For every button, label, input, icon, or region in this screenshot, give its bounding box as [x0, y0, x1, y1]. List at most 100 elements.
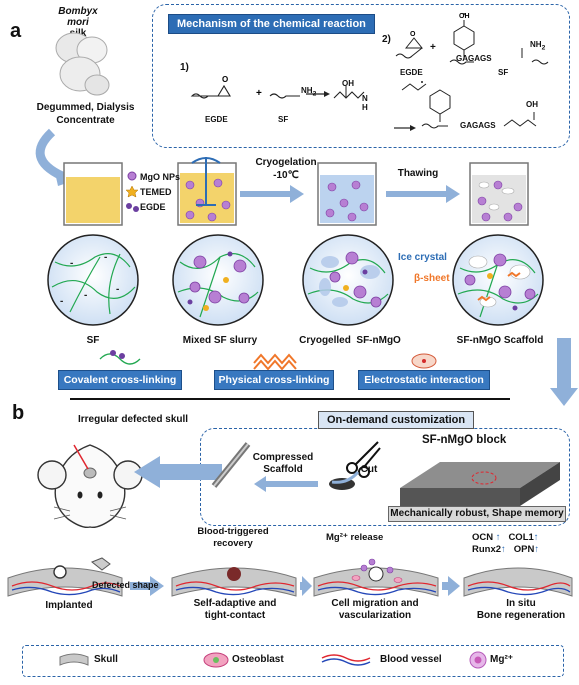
reaction1-scheme: O + — [190, 75, 365, 99]
legend-covalent: Covalent cross-linking — [58, 370, 182, 390]
blood-trigger-text: Blood-triggered — [197, 526, 269, 537]
blood-trigger-label: Blood-triggered recovery — [188, 526, 278, 550]
r1-nh2: NH2 — [301, 86, 316, 98]
reaction2-index: 2) — [382, 34, 391, 45]
bottom-legend-icons — [59, 651, 487, 669]
mechanism-title: Mechanism of the chemical reaction — [168, 14, 375, 34]
r2-plus: + — [430, 42, 436, 53]
state-sf: SF — [86, 335, 100, 346]
legend-electrostatic: Electrostatic interaction — [358, 370, 490, 390]
svg-text:O: O — [410, 31, 416, 38]
stage-migration-line2: vascularization — [338, 610, 412, 621]
legend-skull: Skull — [94, 654, 118, 665]
marker-runx2: Runx2 — [472, 544, 502, 555]
skull-label: Irregular defected skull — [78, 414, 189, 425]
reagent-mgo: MgO NPs — [140, 172, 181, 182]
legend-vessel: Blood vessel — [380, 654, 442, 665]
block-label: SF-nMgO block — [422, 434, 507, 446]
r2-nh2-text: NH — [530, 40, 542, 49]
r2-seq2: GAGAGS — [460, 121, 496, 130]
r2-nh2-sub: 2 — [541, 44, 546, 52]
r1-oh: OH — [342, 79, 354, 88]
stage-regeneration-line2: Bone regeneration — [476, 610, 566, 621]
reaction1-index: 1) — [180, 62, 189, 73]
beakers-row — [63, 157, 529, 226]
stage-migration: Cell migration and vascularization — [320, 598, 430, 622]
marker-ocn-up: ↑ — [495, 532, 501, 543]
down-arrow — [550, 338, 578, 406]
panel-b-letter: b — [12, 402, 25, 424]
cut-label: Cut — [360, 464, 378, 475]
svg-text:O: O — [222, 75, 228, 84]
beta-sheet-label: β-sheet — [414, 273, 450, 284]
r1-n: N — [362, 94, 368, 103]
property-label: Mechanically robust, Shape memory — [388, 506, 566, 522]
marker-col1-up: ↑ — [533, 532, 539, 543]
legend-physical: Physical cross-linking — [214, 370, 334, 390]
stage-migration-line1: Cell migration and — [331, 598, 419, 609]
network-circles: - - - - - — [47, 234, 544, 326]
marker-ocn: OCN — [472, 532, 494, 543]
stage-adaptive-line1: Self-adaptive and — [193, 598, 277, 609]
marker-col1: COL1 — [508, 532, 534, 543]
svg-text:OH: OH — [459, 13, 470, 20]
r2-egde: EGDE — [400, 68, 423, 77]
r1-egde: EGDE — [205, 115, 228, 124]
reagent-temed: TEMED — [140, 187, 172, 197]
ice-crystal-label: Ice crystal — [398, 252, 447, 263]
stage-implanted: Implanted — [45, 600, 93, 611]
process-label: Degummed, Dialysis — [36, 102, 135, 113]
state-slurry: Mixed SF slurry — [182, 335, 258, 346]
defected-shape-label: Defected shape — [92, 580, 159, 590]
compressed-label: Compressed Scaffold — [248, 452, 318, 476]
svg-text:-: - — [116, 284, 119, 295]
r1-h: H — [362, 103, 368, 112]
markers: OCN ↑ COL1↑ Runx2↑ OPN↑ — [472, 532, 539, 556]
temp-text: -10℃ — [273, 170, 299, 181]
thawing-label: Thawing — [397, 168, 439, 179]
stage-regeneration: In situ Bone regeneration — [466, 598, 576, 622]
customization-title: On-demand customization — [318, 411, 475, 429]
state-cryogelled: Cryogelled SF-nMgO — [299, 335, 401, 346]
silk-species: Bombyx mori — [58, 6, 98, 28]
svg-text:-: - — [84, 290, 87, 301]
interaction-icons — [99, 350, 437, 371]
reagent-icons — [125, 171, 139, 212]
process-text: Degummed, Dialysis Concentrate — [28, 101, 143, 127]
reagent-labels: MgO NPs TEMED EGDE — [140, 170, 180, 215]
cryogelation-text: Cryogelation — [255, 157, 317, 168]
r1-nh2-sub: 2 — [312, 90, 317, 98]
r1-nh2-text: NH — [301, 86, 313, 95]
block-image — [400, 462, 560, 506]
recovery-text: recovery — [213, 538, 253, 549]
cocoon-image — [55, 32, 110, 96]
svg-text:-: - — [104, 252, 107, 263]
svg-text:-: - — [70, 258, 73, 269]
mouse-illustration — [37, 444, 143, 529]
legend-mg: Mg²⁺ — [490, 654, 514, 665]
r2-oh: OH — [526, 100, 538, 109]
r2-nh2: NH2 — [530, 40, 545, 52]
reaction2-scheme: OH O — [394, 13, 549, 131]
cut-arrow — [331, 471, 360, 484]
bottom-legend-box — [22, 645, 564, 677]
r2-sf: SF — [498, 68, 509, 77]
scissors-icon — [346, 441, 381, 478]
compressed-text: Compressed — [252, 452, 314, 463]
syringe-icon — [211, 442, 251, 488]
r2-seq: GAGAGS — [456, 54, 492, 63]
cryogelation-label: Cryogelation -10℃ — [248, 156, 324, 182]
svg-text:+: + — [256, 88, 262, 99]
r1-sf: SF — [278, 115, 289, 124]
svg-text:-: - — [60, 296, 63, 307]
marker-opn-up: ↑ — [534, 544, 540, 555]
skull-stages — [7, 557, 573, 597]
panel-divider — [70, 398, 510, 400]
marker-opn: OPN — [513, 544, 535, 555]
small-arrow — [254, 476, 318, 492]
state-scaffold: SF-nMgO Scaffold — [456, 335, 544, 346]
legend-osteoblast: Osteoblast — [232, 654, 284, 665]
mechanism-box — [152, 4, 570, 148]
stage-adaptive-line2: tight-contact — [204, 610, 266, 621]
stage-adaptive: Self-adaptive and tight-contact — [180, 598, 290, 622]
